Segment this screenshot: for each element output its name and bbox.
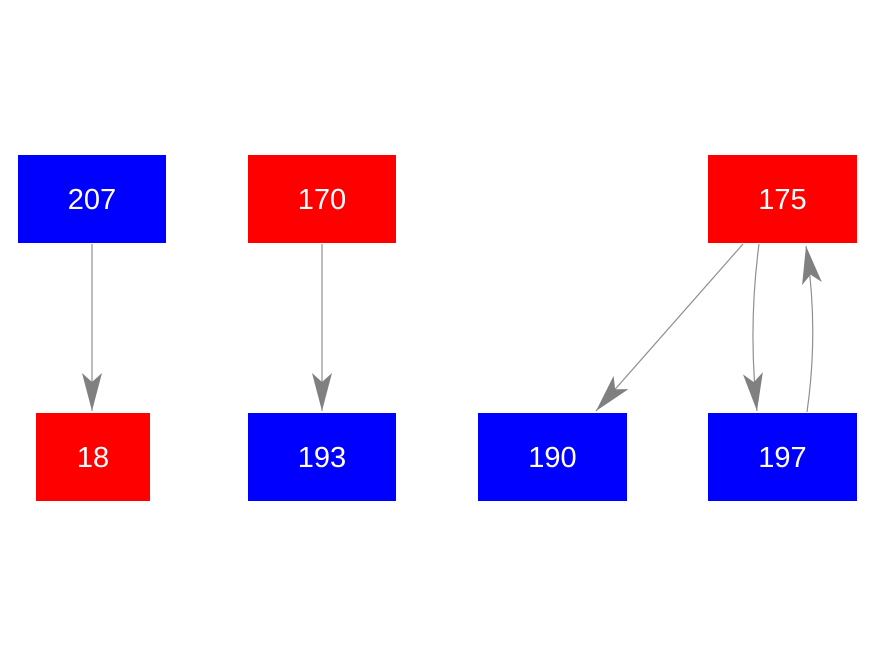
node-193: 193: [248, 413, 396, 501]
node-18: 18: [36, 413, 150, 501]
edge-197-to-175: [802, 245, 822, 413]
node-170: 170: [248, 155, 396, 243]
edge-175-to-197: [742, 243, 763, 412]
node-170-label: 170: [298, 184, 346, 216]
node-197-box: [708, 413, 857, 501]
node-170-box: [248, 155, 396, 243]
node-18-box: [36, 413, 150, 501]
edges-layer: [82, 243, 822, 413]
node-207-box: [18, 155, 166, 243]
node-18-label: 18: [77, 442, 109, 474]
nodes-layer: 207 170 175 18 193 190 197: [18, 155, 857, 501]
node-193-label: 193: [298, 442, 346, 474]
node-207-label: 207: [68, 184, 116, 216]
node-175-label: 175: [758, 184, 806, 216]
node-193-box: [248, 413, 396, 501]
edge-175-to-190: [595, 243, 744, 412]
node-197-label: 197: [758, 442, 806, 474]
node-175: 175: [708, 155, 857, 243]
node-175-box: [708, 155, 857, 243]
node-190: 190: [478, 413, 627, 501]
node-190-box: [478, 413, 627, 501]
node-190-label: 190: [528, 442, 576, 474]
node-207: 207: [18, 155, 166, 243]
node-197: 197: [708, 413, 857, 501]
